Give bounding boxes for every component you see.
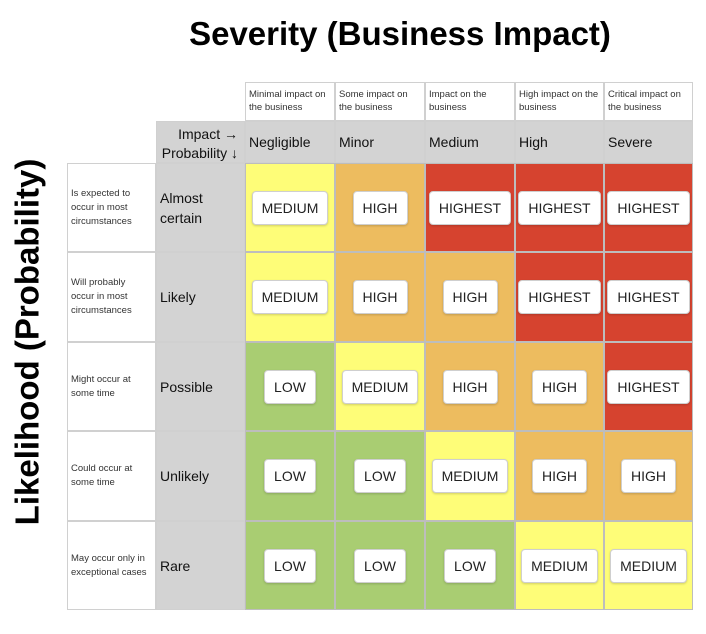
column-description-text: Impact on the business xyxy=(429,89,487,113)
row-description: Might occur at some time xyxy=(67,342,156,431)
risk-cell: HIGH xyxy=(425,252,515,342)
risk-cell: MEDIUM xyxy=(425,431,515,521)
risk-cell: HIGHEST xyxy=(604,342,693,431)
row-description: Could occur at some time xyxy=(67,431,156,521)
risk-level-badge[interactable]: LOW xyxy=(444,548,496,583)
column-header-negligible: Negligible xyxy=(245,121,335,163)
column-header-medium: Medium xyxy=(425,121,515,163)
corner-impact-label: Impact → xyxy=(178,126,238,142)
column-description-text: High impact on the business xyxy=(519,89,599,113)
column-description: High impact on the business xyxy=(515,82,604,121)
column-description-text: Minimal impact on the business xyxy=(249,89,326,113)
row-header-label: Unlikely xyxy=(160,468,210,484)
column-description: Minimal impact on the business xyxy=(245,82,335,121)
row-description-text: Is expected to occur in most circumstanc… xyxy=(71,187,132,227)
risk-cell: LOW xyxy=(335,431,425,521)
chart-title: Severity (Business Impact) xyxy=(189,15,611,52)
row-description: Will probably occur in most circumstance… xyxy=(67,252,156,342)
row-header-almost-certain: Almost certain xyxy=(156,163,245,252)
risk-cell: MEDIUM xyxy=(515,521,604,610)
column-description-text: Some impact on the business xyxy=(339,89,408,113)
y-axis-title: Likelihood (Probability) xyxy=(4,142,50,542)
risk-level-badge[interactable]: HIGH xyxy=(442,280,498,314)
risk-level-badge[interactable]: HIGHEST xyxy=(518,190,601,225)
column-header-label: Minor xyxy=(339,134,375,150)
risk-level-badge[interactable]: HIGHEST xyxy=(428,190,512,225)
row-header-unlikely: Unlikely xyxy=(156,431,245,521)
risk-cell: HIGH xyxy=(335,163,425,252)
risk-level-badge[interactable]: HIGH xyxy=(352,190,408,225)
risk-level-badge[interactable]: HIGH xyxy=(532,459,587,493)
risk-level-badge[interactable]: HIGH xyxy=(352,280,408,314)
row-header-possible: Possible xyxy=(156,342,245,431)
column-description: Impact on the business xyxy=(425,82,515,121)
risk-cell: LOW xyxy=(245,521,335,610)
risk-cell: MEDIUM xyxy=(335,342,425,431)
risk-level-badge[interactable]: LOW xyxy=(264,369,316,404)
row-header-label: Likely xyxy=(160,289,196,305)
row-description-text: May occur only in exceptional cases xyxy=(71,552,147,578)
risk-level-badge[interactable]: HIGH xyxy=(621,459,676,493)
y-axis-title-text: Likelihood (Probability) xyxy=(8,158,45,526)
column-description: Critical impact on the business xyxy=(604,82,693,121)
risk-cell: HIGH xyxy=(604,431,693,521)
risk-cell: HIGHEST xyxy=(515,163,604,252)
row-description-text: Might occur at some time xyxy=(71,373,131,399)
column-header-severe: Severe xyxy=(604,121,693,163)
risk-cell: HIGHEST xyxy=(515,252,604,342)
risk-cell: HIGH xyxy=(515,431,604,521)
risk-level-badge[interactable]: LOW xyxy=(264,548,316,583)
corner-header: Impact → Probability ↓ xyxy=(156,121,245,163)
risk-cell: LOW xyxy=(425,521,515,610)
row-description: Is expected to occur in most circumstanc… xyxy=(67,163,156,252)
column-header-label: Negligible xyxy=(249,134,311,150)
row-header-rare: Rare xyxy=(156,521,245,610)
risk-cell: HIGH xyxy=(335,252,425,342)
row-description: May occur only in exceptional cases xyxy=(67,521,156,610)
risk-level-badge[interactable]: HIGHEST xyxy=(607,369,690,404)
risk-cell: HIGH xyxy=(515,342,604,431)
column-description: Some impact on the business xyxy=(335,82,425,121)
risk-cell: HIGHEST xyxy=(425,163,515,252)
risk-level-badge[interactable]: HIGHEST xyxy=(518,280,601,314)
risk-cell: HIGHEST xyxy=(604,163,693,252)
risk-cell: LOW xyxy=(335,521,425,610)
risk-cell: MEDIUM xyxy=(245,252,335,342)
risk-level-badge[interactable]: LOW xyxy=(264,459,316,493)
column-header-high: High xyxy=(515,121,604,163)
risk-level-badge[interactable]: HIGH xyxy=(442,369,498,404)
risk-cell: HIGH xyxy=(425,342,515,431)
column-description-text: Critical impact on the business xyxy=(608,89,681,113)
column-header-label: High xyxy=(519,134,548,150)
risk-level-badge[interactable]: HIGH xyxy=(532,369,587,404)
risk-cell: HIGHEST xyxy=(604,252,693,342)
row-description-text: Could occur at some time xyxy=(71,463,133,488)
row-header-label: Possible xyxy=(160,378,213,395)
risk-level-badge[interactable]: HIGHEST xyxy=(607,190,690,225)
risk-level-badge[interactable]: MEDIUM xyxy=(251,280,329,314)
risk-level-badge[interactable]: MEDIUM xyxy=(251,190,329,225)
risk-cell: MEDIUM xyxy=(604,521,693,610)
risk-cell: LOW xyxy=(245,431,335,521)
risk-level-badge[interactable]: MEDIUM xyxy=(610,548,687,583)
risk-level-badge[interactable]: MEDIUM xyxy=(341,369,419,404)
risk-level-badge[interactable]: MEDIUM xyxy=(521,548,598,583)
row-header-label: Almost certain xyxy=(160,189,203,226)
row-header-label: Rare xyxy=(160,557,191,574)
risk-level-badge[interactable]: MEDIUM xyxy=(431,459,509,493)
risk-level-badge[interactable]: LOW xyxy=(354,548,406,583)
risk-cell: LOW xyxy=(245,342,335,431)
corner-probability-label: Probability ↓ xyxy=(161,145,238,161)
risk-level-badge[interactable]: HIGHEST xyxy=(607,280,690,314)
risk-cell: MEDIUM xyxy=(245,163,335,252)
column-header-minor: Minor xyxy=(335,121,425,163)
row-description-text: Will probably occur in most circumstance… xyxy=(71,277,132,316)
risk-level-badge[interactable]: LOW xyxy=(354,459,406,493)
column-header-label: Medium xyxy=(429,134,479,150)
column-header-label: Severe xyxy=(608,134,653,150)
row-header-likely: Likely xyxy=(156,252,245,342)
